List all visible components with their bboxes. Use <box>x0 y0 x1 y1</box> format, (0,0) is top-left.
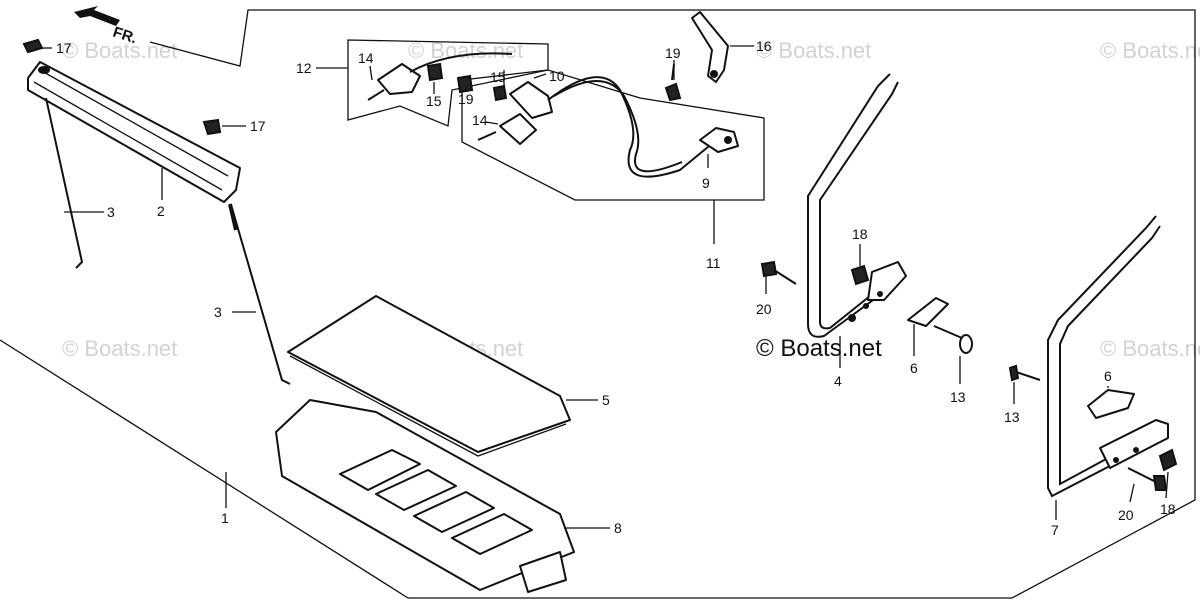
front-arrow: FR. <box>74 6 139 47</box>
watermark: © Boats.net <box>756 38 871 63</box>
part-17-nut <box>22 38 44 54</box>
part-19-bolt <box>456 74 474 94</box>
sub-assembly-11-frame <box>461 69 765 201</box>
callout-19: 19 <box>665 45 681 61</box>
part-4-frame <box>807 73 907 338</box>
part-14-terminal <box>477 113 537 145</box>
callout-1: 1 <box>221 510 229 526</box>
part-9-cable <box>553 80 683 173</box>
callout-3: 3 <box>214 304 222 320</box>
part-9-terminal <box>699 127 739 153</box>
callout-6: 6 <box>1104 368 1112 384</box>
callout-6: 6 <box>910 360 918 376</box>
part-19-bolt <box>664 63 682 102</box>
callouts: 17 17 2 3 3 1 5 8 12 14 15 19 15 10 14 9… <box>56 38 1176 538</box>
part-10-terminal-cover <box>509 81 553 119</box>
callout-3: 3 <box>107 204 115 220</box>
part-5-pad <box>287 295 571 457</box>
callout-15: 15 <box>490 69 506 85</box>
part-20-bolt <box>760 260 797 285</box>
part-15-nut <box>426 62 444 82</box>
callout-9: 9 <box>702 175 710 191</box>
part-8-tray <box>275 399 575 593</box>
watermark: © Boats.net <box>62 38 177 63</box>
callout-16: 16 <box>756 38 772 54</box>
part-16-strap <box>691 11 729 83</box>
callout-13: 13 <box>950 389 966 405</box>
callout-15: 15 <box>426 93 442 109</box>
cable-12 <box>409 52 513 73</box>
part-2-bracket <box>27 61 241 203</box>
part-9-cable <box>547 76 715 178</box>
callout-8: 8 <box>614 520 622 536</box>
callout-11: 11 <box>706 255 721 271</box>
part-13-bolt <box>1008 364 1041 382</box>
callout-13: 13 <box>1004 409 1020 425</box>
callout-12: 12 <box>296 60 312 76</box>
sub-assembly-12-frame <box>347 39 549 127</box>
callout-14: 14 <box>472 112 488 128</box>
part-6-clamp <box>907 297 949 327</box>
callout-5: 5 <box>602 392 610 408</box>
callout-18: 18 <box>852 226 868 242</box>
part-7-frame <box>1047 215 1169 498</box>
part-6-clamp <box>1087 389 1135 419</box>
callout-2: 2 <box>157 203 165 219</box>
assembly-frame <box>0 9 1196 599</box>
callout-14: 14 <box>358 50 374 66</box>
part-20-bolt <box>1127 467 1168 491</box>
watermark: © Boats.net <box>62 336 177 361</box>
callout-20: 20 <box>1118 507 1134 523</box>
watermark: © Boats.net <box>1100 336 1200 361</box>
callout-18: 18 <box>1160 501 1176 517</box>
part-17-nut <box>202 118 222 136</box>
part-3-rod-left <box>45 97 84 269</box>
callout-7: 7 <box>1051 522 1059 538</box>
part-3-rod-right <box>228 203 291 385</box>
part-13-bolt <box>933 325 973 354</box>
callout-19: 19 <box>458 91 474 107</box>
front-arrow-label: FR. <box>111 24 139 48</box>
callout-4: 4 <box>834 373 842 389</box>
part-18-nut <box>1158 448 1178 472</box>
part-15-nut <box>492 84 508 102</box>
callout-20: 20 <box>756 301 772 317</box>
watermark: © Boats.net <box>1100 38 1200 63</box>
copyright-notice: © Boats.net <box>756 335 882 362</box>
callout-17: 17 <box>250 118 266 134</box>
part-14-terminal <box>367 63 421 101</box>
leader-lines <box>42 45 1169 529</box>
callout-10: 10 <box>549 68 565 84</box>
part-18-nut <box>850 264 870 286</box>
callout-17: 17 <box>56 40 72 56</box>
